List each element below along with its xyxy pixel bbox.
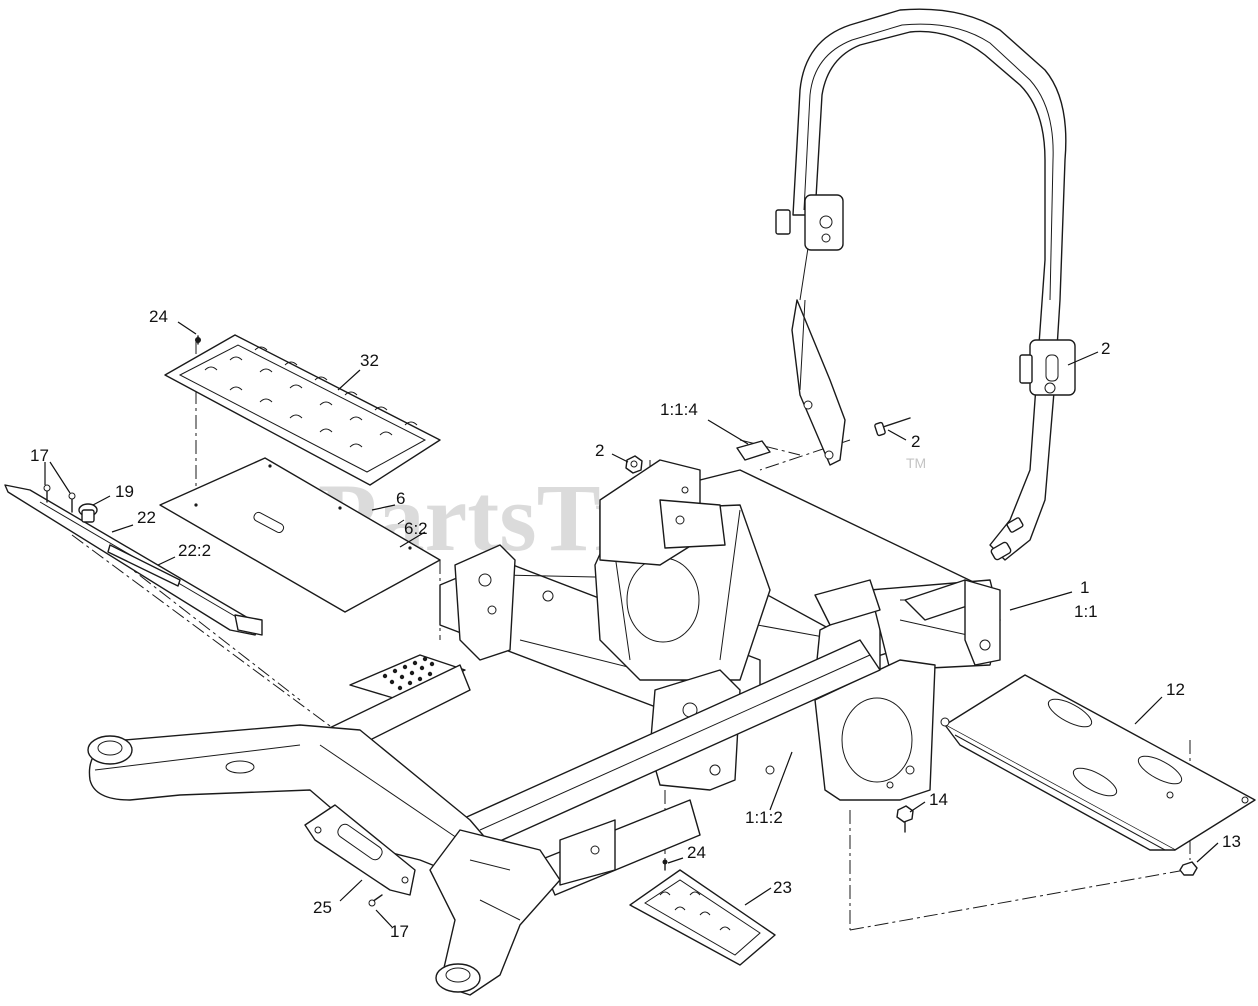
roll-bar — [775, 8, 1076, 561]
callout-12: 12 — [1166, 680, 1185, 699]
callout-25: 25 — [313, 898, 332, 917]
screws-17-top — [43, 484, 76, 513]
callout-24-bottom: 24 — [687, 843, 706, 862]
callout-13: 13 — [1222, 832, 1241, 851]
main-frame — [87, 459, 1001, 996]
callout-17-top: 17 — [30, 446, 49, 465]
decal-square — [736, 440, 771, 461]
callout-1-1: 1:1 — [1074, 602, 1098, 621]
callout-19: 19 — [115, 482, 134, 501]
callout-6: 6 — [396, 489, 405, 508]
front-step-bracket — [304, 804, 416, 907]
callout-14: 14 — [929, 790, 948, 809]
leader-lines — [44, 321, 1219, 928]
knob — [78, 503, 98, 523]
callout-2-nut: 2 — [595, 441, 604, 460]
callout-2-bolt: 2 — [911, 432, 920, 451]
rear-shield-nut — [1179, 861, 1198, 876]
left-rail — [4, 484, 263, 636]
callout-1-1-4: 1:1:4 — [660, 400, 698, 419]
callout-labels: 24 32 17 19 22 22:2 6 6:2 1:1:4 2 2 2 1 … — [30, 307, 1241, 941]
floor-plate — [159, 457, 441, 613]
watermark-trademark: TM — [906, 455, 926, 471]
callout-22: 22 — [137, 508, 156, 527]
callout-17-bottom: 17 — [390, 922, 409, 941]
callout-1-1-2: 1:1:2 — [745, 808, 783, 827]
callout-24-top: 24 — [149, 307, 168, 326]
rops-nut — [625, 455, 643, 474]
callout-22-2: 22:2 — [178, 541, 211, 560]
control-plate — [349, 654, 466, 701]
deck-plate — [164, 334, 441, 486]
rops-bolt — [874, 417, 911, 437]
rear-shield — [940, 674, 1256, 851]
callout-32: 32 — [360, 351, 379, 370]
rear-bolt-14 — [896, 805, 914, 833]
footrest-plate — [629, 859, 776, 966]
callout-23: 23 — [773, 878, 792, 897]
control-plate-holes — [382, 656, 435, 691]
callout-2-bracket: 2 — [1101, 339, 1110, 358]
callout-6-2: 6:2 — [404, 519, 428, 538]
callout-1: 1 — [1080, 578, 1089, 597]
